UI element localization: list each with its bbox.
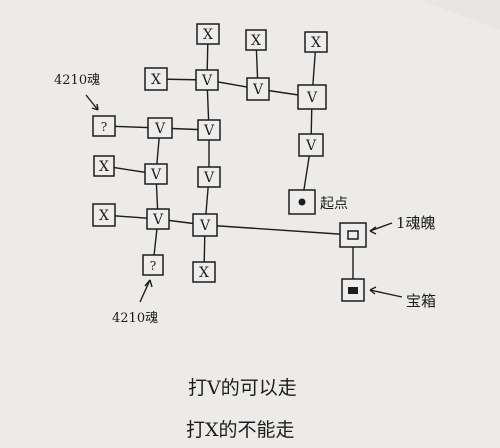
- check-mark: V: [199, 218, 211, 234]
- node-v-col2-r1: V: [195, 69, 219, 91]
- unknown-mark: ?: [150, 259, 156, 273]
- label-treasure: 宝箱: [406, 292, 436, 310]
- treasure-marker: [348, 287, 358, 294]
- node-box: [192, 213, 218, 237]
- node-box: [197, 119, 221, 141]
- node-box: [93, 155, 115, 177]
- label-one-soul: 1魂魄: [396, 214, 436, 232]
- node-box: [339, 222, 367, 248]
- node-x-top-a: X: [196, 23, 220, 45]
- check-mark: V: [203, 170, 215, 186]
- node-v-col2-r2: V: [197, 119, 221, 141]
- start-dot: [298, 198, 306, 206]
- node-v-col1-r3: V: [144, 163, 168, 185]
- unknown-mark: ?: [101, 120, 107, 134]
- soul-marker: [347, 230, 359, 240]
- arrow-head-one-soul: [369, 226, 377, 235]
- annotation-arrows: [85, 94, 403, 303]
- arrow-head-treasure: [369, 286, 377, 295]
- node-q-left-r2: ?: [92, 115, 116, 137]
- label-start: 起点: [320, 196, 348, 212]
- node-box: [144, 163, 168, 185]
- node-x-left-r4: X: [92, 203, 116, 227]
- cross-mark: X: [99, 159, 109, 175]
- node-v-col4-r2: V: [298, 133, 324, 157]
- cross-mark: X: [203, 27, 213, 43]
- node-box: [246, 77, 270, 101]
- cross-mark: X: [99, 208, 109, 224]
- node-start-node: [288, 189, 316, 215]
- cross-mark: X: [151, 72, 161, 88]
- node-box: [297, 84, 327, 110]
- node-box: [144, 67, 168, 91]
- node-box: [142, 254, 164, 276]
- arrow-to-one-soul: [369, 222, 393, 232]
- cross-mark: X: [311, 35, 321, 51]
- node-v-col4-r1: V: [297, 84, 327, 110]
- node-box: [196, 23, 220, 45]
- arrow-to-top-soul: [85, 94, 99, 111]
- node-q-bottom: ?: [142, 254, 164, 276]
- node-v-col2-r4: V: [192, 213, 218, 237]
- check-mark: V: [201, 73, 213, 89]
- check-mark: V: [306, 90, 318, 106]
- node-x-left-r3: X: [93, 155, 115, 177]
- node-v-col3-r1: V: [246, 77, 270, 101]
- cross-mark: X: [251, 33, 261, 49]
- legend-cross-blocked: 打X的不能走: [186, 419, 295, 441]
- node-v-col1-r4: V: [146, 208, 170, 230]
- arrow-to-bottom-soul: [139, 279, 151, 303]
- check-mark: V: [152, 212, 164, 228]
- check-mark: V: [252, 82, 264, 98]
- node-box: [245, 29, 267, 51]
- label-4210-soul-top: 4210魂: [54, 72, 100, 88]
- cross-mark: X: [199, 265, 209, 281]
- arrow-head-top-soul: [91, 103, 99, 111]
- node-box: [92, 203, 116, 227]
- node-v-col2-r3: V: [197, 166, 221, 188]
- map-nodes: X X X X V V V? V V V X V V X V V? X: [92, 23, 367, 302]
- check-mark: V: [150, 167, 162, 183]
- node-x-top-b: X: [245, 29, 267, 51]
- arrow-to-treasure: [369, 289, 403, 298]
- node-one-soul-node: [339, 222, 367, 248]
- check-mark: V: [154, 121, 166, 137]
- node-box: [195, 69, 219, 91]
- node-x-top-c: X: [304, 31, 328, 53]
- node-box: [197, 166, 221, 188]
- node-x-bottom: X: [192, 261, 216, 283]
- label-4210-soul-bottom: 4210魂: [112, 310, 158, 326]
- node-box: [298, 133, 324, 157]
- node-box: [146, 208, 170, 230]
- node-box: [192, 261, 216, 283]
- arrow-head-bottom-soul: [144, 279, 153, 288]
- check-mark: V: [305, 138, 317, 154]
- node-x-row1-left: X: [144, 67, 168, 91]
- node-v-col1-r2: V: [147, 117, 173, 139]
- connection-v-col2-r4-one-soul-node: [204, 224, 354, 236]
- node-box: [92, 115, 116, 137]
- node-box: [147, 117, 173, 139]
- node-box: [304, 31, 328, 53]
- legend-check-walkable: 打V的可以走: [188, 377, 297, 399]
- check-mark: V: [203, 123, 215, 139]
- node-box: [288, 189, 316, 215]
- node-treasure-node: [341, 278, 365, 302]
